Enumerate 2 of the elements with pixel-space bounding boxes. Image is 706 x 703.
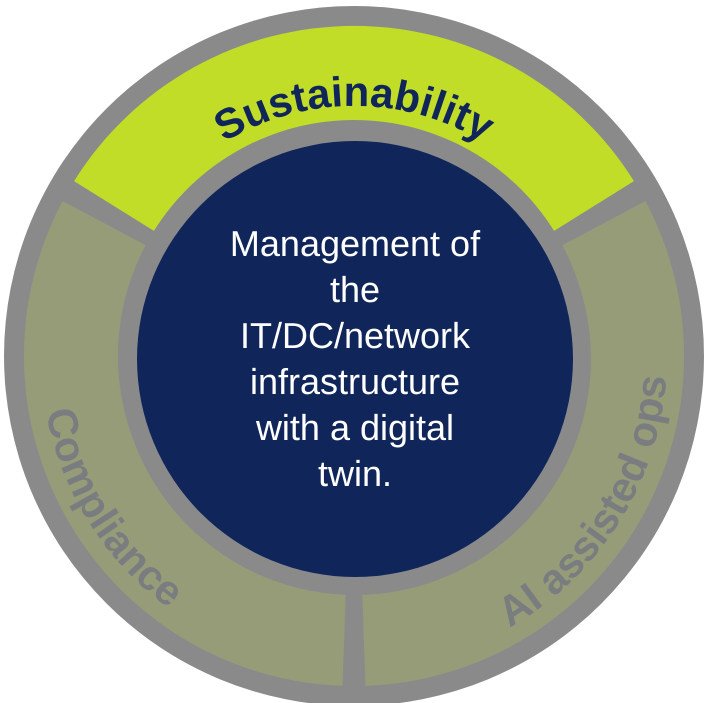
segment-label: Sustainability: [206, 68, 502, 150]
center-text: Management of the IT/DC/network infrastructure with a digital twin.: [228, 222, 482, 496]
